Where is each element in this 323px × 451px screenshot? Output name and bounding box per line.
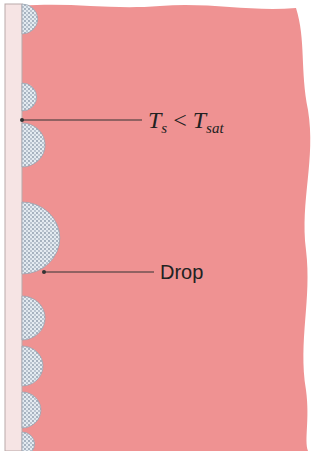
- vapor-region: [22, 5, 310, 451]
- label-text: Drop: [160, 261, 203, 283]
- drops: [22, 4, 60, 451]
- leader-line: [44, 272, 154, 273]
- leader-dot: [20, 118, 24, 122]
- drop: [22, 202, 60, 274]
- drop-label: Drop: [160, 260, 203, 284]
- drop: [22, 83, 37, 111]
- temperature-label: Ts<Tsat: [148, 106, 224, 137]
- leader-line: [22, 120, 142, 121]
- symbol-text: s: [161, 114, 167, 142]
- wall: [5, 4, 22, 451]
- leader-dot: [42, 270, 46, 274]
- drop: [22, 392, 41, 428]
- symbol-text: sat: [206, 114, 224, 142]
- drop: [22, 432, 35, 451]
- drop: [22, 4, 38, 34]
- operator-text: <: [173, 106, 187, 134]
- symbol-text: T: [148, 106, 161, 134]
- drop: [22, 346, 43, 386]
- drop: [22, 123, 45, 167]
- drop: [22, 296, 45, 340]
- symbol-text: T: [193, 106, 206, 134]
